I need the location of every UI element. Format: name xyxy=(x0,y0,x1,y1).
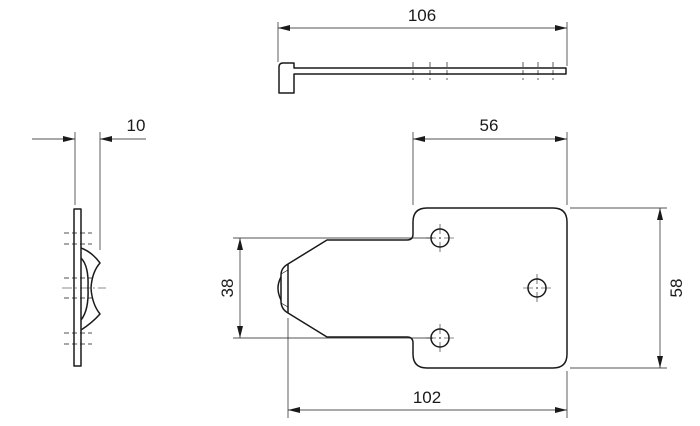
front-view-curl-line xyxy=(280,302,289,308)
dim-label-58: 58 xyxy=(667,279,686,298)
side-view-plate-edge xyxy=(73,208,82,367)
arrowhead xyxy=(413,136,425,142)
front-view-curl-line xyxy=(280,269,289,275)
arrowhead xyxy=(100,136,112,142)
arrowhead xyxy=(657,356,663,368)
mounting-hole-right xyxy=(523,274,551,302)
arrowhead xyxy=(278,25,290,31)
dim-label-10: 10 xyxy=(127,116,146,135)
side-view-bend-outer xyxy=(80,247,101,331)
front-view: 56 58 38 102 xyxy=(218,116,686,418)
dim-label-56: 56 xyxy=(480,116,499,135)
arrowhead xyxy=(555,25,567,31)
side-view-bend-inner xyxy=(80,257,89,321)
dim-label-102: 102 xyxy=(413,388,441,407)
top-view: 106 xyxy=(277,6,568,94)
top-view-strap-outline xyxy=(278,62,567,94)
front-view-curl xyxy=(277,276,282,301)
front-view-plate-outline xyxy=(280,207,568,369)
arrowhead xyxy=(63,136,75,142)
side-view: 10 xyxy=(32,116,146,367)
arrowhead xyxy=(555,136,567,142)
dim-label-106: 106 xyxy=(408,6,436,25)
arrowhead xyxy=(237,238,243,250)
arrowhead xyxy=(657,208,663,220)
dim-label-38: 38 xyxy=(218,279,237,298)
arrowhead xyxy=(237,326,243,338)
arrowhead xyxy=(555,407,567,413)
arrowhead xyxy=(288,407,300,413)
